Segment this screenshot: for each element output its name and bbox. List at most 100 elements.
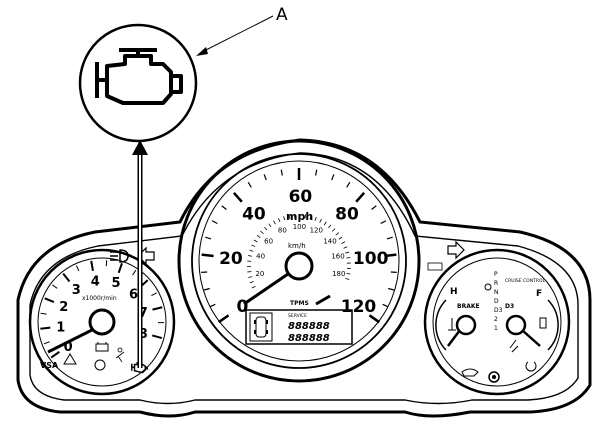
trip-knob-center [492,375,496,379]
tach-hub [88,308,116,336]
mph-num-80: 80 [335,205,359,225]
speedo-ticks [201,168,397,324]
tach-tick [44,297,55,304]
tach-num-7: 7 [139,306,148,321]
kmh-tick [256,235,261,239]
tach-tick [152,306,163,311]
tach-tick [75,265,80,272]
tpms-label: TPMS [290,300,309,307]
temp-hub [455,314,477,336]
high-beam-icon [110,249,129,263]
lcd-service-label: SERVICE [288,313,307,319]
speedo-tick [232,191,243,203]
tach-ticks [40,260,165,359]
speedo-tick [211,220,218,225]
d3-indicator: D3 [505,303,514,310]
kmh-tick [345,278,350,280]
tach-tick [43,341,50,345]
callout-label-a: A [276,5,288,25]
kmh-tick [319,218,322,223]
speedo-needle [243,272,289,306]
fuel-needle [521,329,541,347]
kmh-tick [249,249,254,252]
warning-triangle-icon [63,353,77,365]
gear-r: R [494,280,498,287]
speedo-tick [263,174,267,181]
tach-num-5: 5 [112,276,121,291]
lcd-car-icon-frame [249,312,273,342]
speedo-tick [371,205,377,210]
kmh-tick [247,255,253,257]
tach-tick [50,351,60,359]
kmh-num-160: 160 [331,253,344,261]
callout-pointer-arrowhead [132,140,148,155]
cluster-housing-inner [29,152,579,405]
kmh-tick [304,214,306,219]
speedo-tick [218,314,230,324]
gear-d3: D3 [494,307,503,314]
speedo-tick [386,236,393,240]
low-tire-pressure-icon [525,361,537,372]
tach-unit: x1000r/min [82,295,117,302]
kmh-tick [251,285,256,289]
speedo-tick [247,181,252,188]
mph-num-100: 100 [353,249,389,269]
kmh-tick [346,257,351,259]
temp-needle [447,329,461,347]
kmh-num-60: 60 [264,237,273,245]
speedo-tick [346,181,351,188]
gear-p: P [494,271,498,278]
kmh-unit: km/h [288,242,306,250]
kmh-tick [264,226,268,231]
kmh-tick [328,224,332,229]
speedo-outer-bezel [177,139,421,383]
tach-tick [40,312,47,315]
tach-num-4: 4 [91,275,100,290]
tach-tick [40,326,51,330]
kmh-tick [343,246,348,249]
check-engine-small-icon [131,361,148,374]
lcd-display [245,309,353,345]
gear-n: N [494,289,499,296]
sidebag-icon [484,283,492,291]
temp-hot-label: H [450,287,458,297]
kmh-tick [249,281,254,284]
callout-leader-line [199,15,274,54]
abs-icon [94,359,106,371]
speedo-tick [388,287,395,291]
tach-bezel [28,248,176,396]
oil-pressure-icon [461,368,479,377]
check-engine-icon [95,48,183,105]
cruise-control-label: CRUISE CONTROL [505,278,545,284]
tach-num-2: 2 [59,300,68,315]
tach-tick [90,260,94,271]
tach-num-8: 8 [139,327,148,342]
kmh-tick [253,239,258,243]
speedo-tick [382,303,389,308]
kmh-num-80: 80 [278,227,287,235]
mph-unit: mph [286,210,313,223]
kmh-tick [248,276,253,278]
kmh-tick [323,221,327,226]
speedo-tick [331,174,335,181]
right-gauge-bezel [423,248,571,396]
kmh-num-180: 180 [332,270,345,278]
speedo-bezel [191,153,407,369]
kmh-num-140: 140 [323,237,336,245]
brake-label: BRAKE [457,303,480,310]
tach-numbers: 0 1 2 3 4 5 6 7 8 [56,275,148,355]
callout-leader-arrowhead [196,47,208,56]
kmh-tick [346,273,351,275]
kmh-tick [273,220,276,225]
mph-num-40: 40 [242,205,266,225]
mph-num-120: 120 [341,297,377,317]
tach-tick [117,262,123,274]
turn-right-arrow-icon [447,240,465,260]
speedo-tick [201,253,214,258]
speedo-tick [368,314,380,324]
tach-num-6: 6 [129,288,138,303]
kmh-num-40: 40 [256,253,265,261]
seatbelt-reminder-icon [509,339,519,353]
